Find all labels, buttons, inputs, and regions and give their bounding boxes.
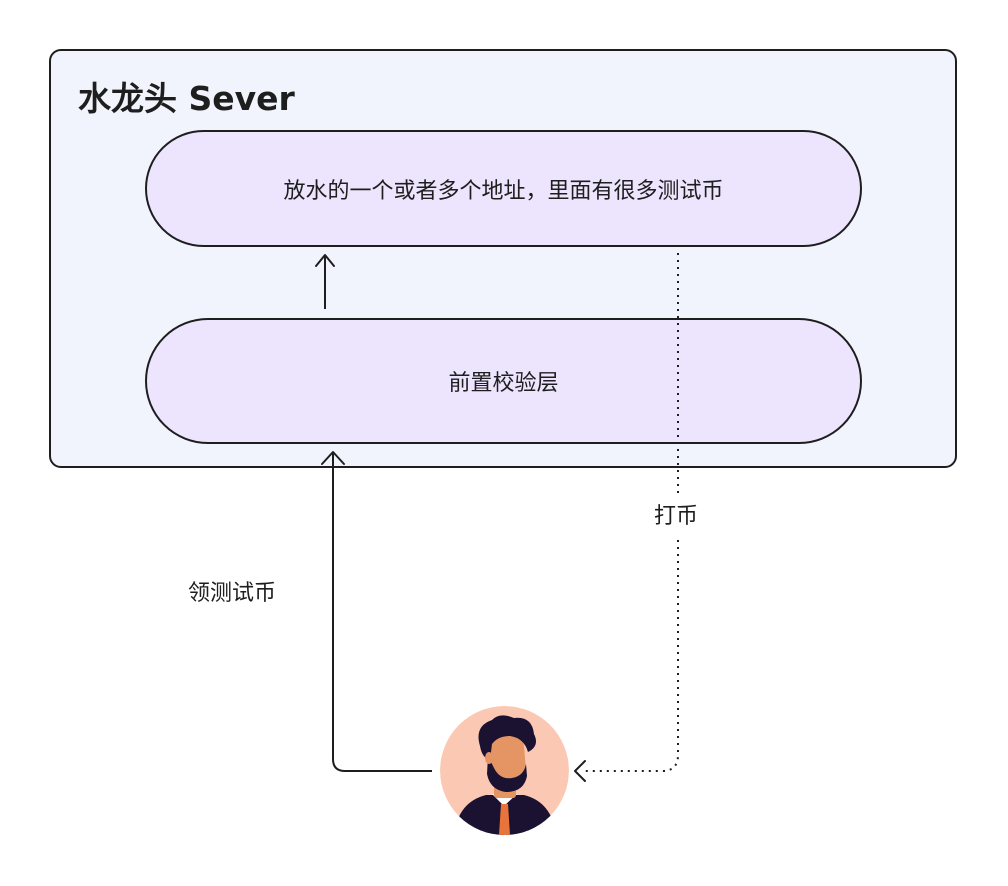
user-avatar (440, 706, 569, 835)
faucet-addresses-label: 放水的一个或者多个地址，里面有很多测试币 (283, 178, 724, 204)
validation-to-faucet-arrow (315, 254, 335, 309)
claim-coins-arrow (321, 451, 432, 772)
claim-coins-label: 领测试币 (188, 575, 277, 607)
faucet-addresses-node: 放水的一个或者多个地址，里面有很多测试币 (145, 130, 862, 247)
send-coins-label: 打币 (650, 496, 703, 532)
validation-layer-label: 前置校验层 (448, 371, 559, 396)
send-coins-arrow (574, 253, 679, 782)
server-title: 水龙头 Sever (78, 79, 295, 118)
validation-layer-node: 前置校验层 (145, 318, 862, 444)
